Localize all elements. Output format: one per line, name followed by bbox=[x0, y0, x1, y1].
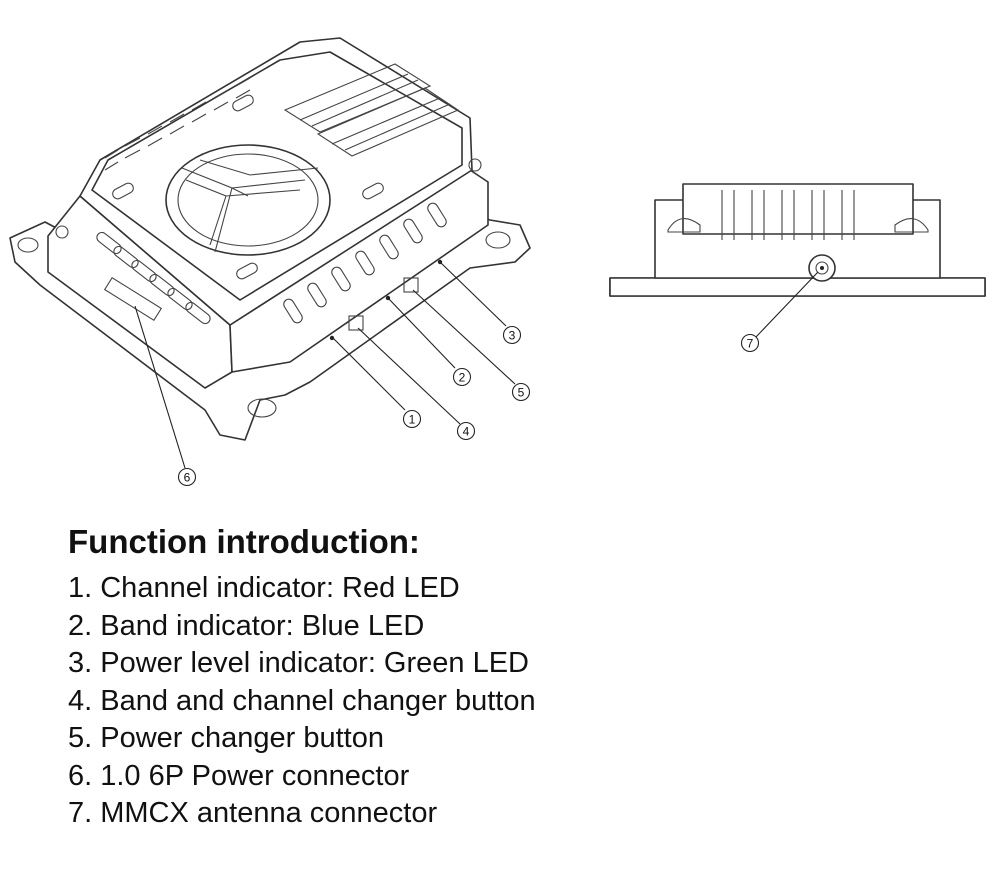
mount-hole-front bbox=[247, 398, 277, 418]
function-item-2: 2. Band indicator: Blue LED bbox=[68, 609, 425, 642]
mount-hole-right bbox=[485, 231, 511, 249]
callout-4-label: 4 bbox=[463, 425, 470, 439]
side-left-foot bbox=[667, 218, 701, 233]
function-item-3: 3. Power level indicator: Green LED bbox=[68, 647, 529, 679]
fins-top-right bbox=[283, 63, 460, 157]
callout-3-label: 3 bbox=[509, 329, 516, 343]
intro-title: Function introduction: bbox=[68, 523, 420, 560]
callout-6: 6 bbox=[177, 467, 197, 487]
side-heatsink bbox=[682, 183, 914, 235]
side-view bbox=[609, 183, 986, 339]
vtx-diagram: 1 2 3 4 5 6 7 bbox=[9, 37, 986, 487]
function-list: 1. Channel indicator: Red LED 2. Band in… bbox=[68, 570, 968, 833]
slot-left bbox=[112, 182, 134, 200]
power-connector bbox=[103, 276, 163, 322]
side-right-foot bbox=[894, 218, 929, 233]
callout-7-label: 7 bbox=[747, 337, 754, 351]
band-channel-button bbox=[348, 315, 364, 331]
slot-right bbox=[362, 182, 384, 200]
function-item-4: 4. Band and channel changer button bbox=[68, 684, 536, 717]
side-fins bbox=[721, 190, 855, 240]
callout-3: 3 bbox=[502, 325, 522, 345]
front-right-vents bbox=[283, 202, 447, 324]
slot-front bbox=[236, 262, 258, 280]
callout-5: 5 bbox=[511, 382, 531, 402]
callout-1-label: 1 bbox=[409, 413, 416, 427]
callout-4: 4 bbox=[456, 421, 476, 441]
screw-left bbox=[55, 225, 69, 239]
slot-top bbox=[232, 94, 254, 112]
callout-1: 1 bbox=[402, 409, 422, 429]
channel-led bbox=[329, 335, 335, 341]
power-button bbox=[403, 277, 419, 293]
function-item-5: 5. Power changer button bbox=[68, 722, 384, 754]
fins-top-left bbox=[104, 77, 251, 171]
mount-hole-left bbox=[17, 237, 39, 253]
front-left-vents bbox=[96, 231, 211, 325]
function-item-6: 6. 1.0 6P Power connector bbox=[68, 759, 410, 792]
fan-housing bbox=[165, 144, 331, 256]
screw-right bbox=[468, 158, 482, 172]
callout-2: 2 bbox=[452, 367, 472, 387]
callout-2-label: 2 bbox=[459, 371, 466, 385]
function-item-1: 1. Channel indicator: Red LED bbox=[68, 572, 460, 604]
callout-5-label: 5 bbox=[518, 386, 525, 400]
function-introduction: Function introduction: 1. Channel indica… bbox=[68, 520, 968, 833]
function-item-7: 7. MMCX antenna connector bbox=[68, 797, 438, 829]
callout-6-label: 6 bbox=[184, 471, 191, 485]
callout-7: 7 bbox=[740, 333, 760, 353]
isometric-view bbox=[9, 37, 531, 469]
